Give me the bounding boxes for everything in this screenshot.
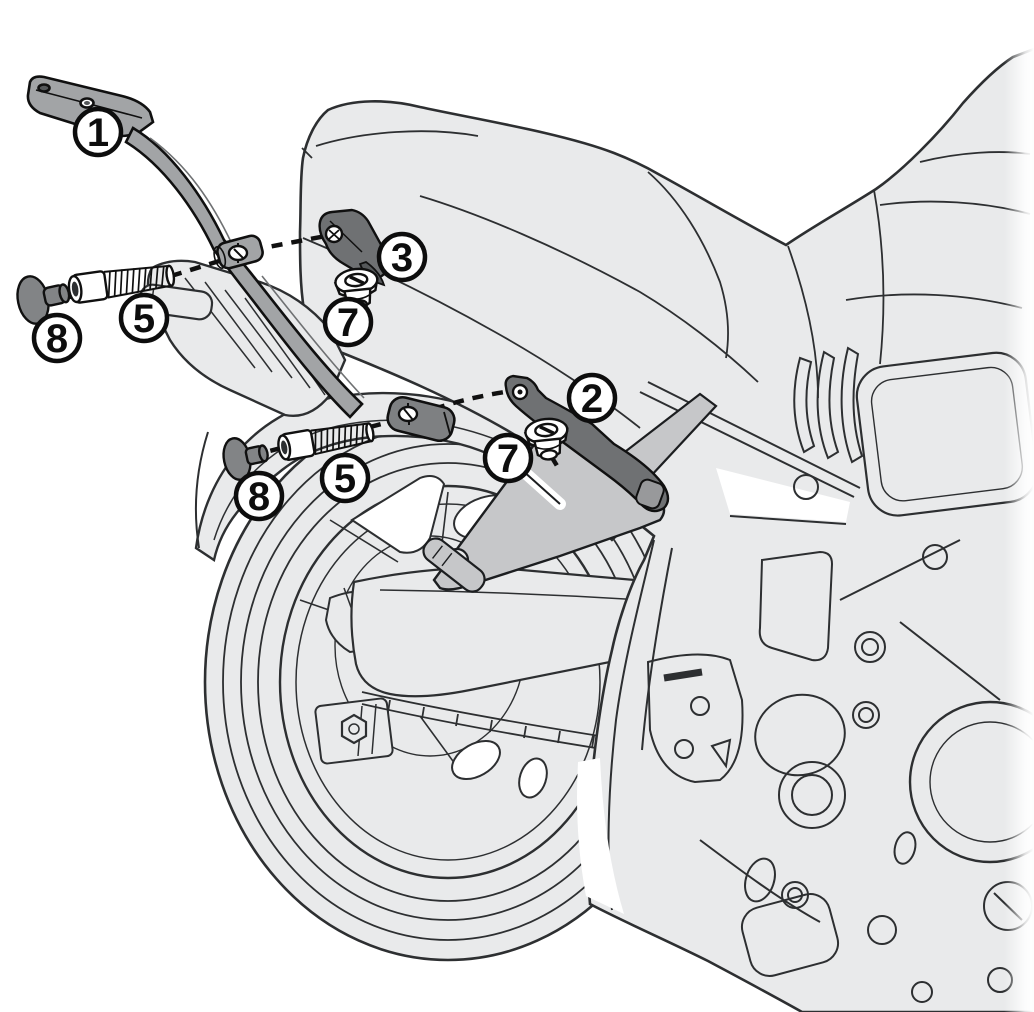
callout-spring-screw-front: 5 [118, 292, 170, 344]
callout-circle [319, 452, 371, 504]
callouts-layer: 1 3 2 7 7 5 5 8 8 [31, 106, 618, 522]
rack-side-arm [26, 75, 456, 443]
callout-front-mount-bracket: 3 [376, 231, 428, 283]
subframe [639, 381, 861, 525]
callout-number: 3 [391, 236, 413, 280]
callout-circle [482, 432, 534, 484]
well-nut-rear [523, 417, 569, 461]
callout-rubber-well-nut-rear: 7 [482, 432, 534, 484]
callout-number: 7 [497, 437, 519, 481]
callout-circle [322, 296, 374, 348]
callout-spring-screw-rear: 5 [319, 452, 371, 504]
cover-cap-front [16, 275, 71, 325]
spring-screw-rear [277, 422, 375, 461]
callout-cover-cap-rear: 8 [233, 470, 285, 522]
rear-mount-bracket [504, 374, 670, 513]
callout-number: 1 [87, 111, 109, 155]
callout-number: 5 [334, 457, 356, 501]
callout-number: 8 [46, 317, 68, 361]
callout-circle [376, 231, 428, 283]
spring-screw-front [67, 264, 176, 304]
callout-rack-side-arm: 1 [72, 106, 124, 158]
chain-adjuster [314, 697, 394, 765]
callout-circle [233, 470, 285, 522]
cover-cap-rear [222, 437, 269, 481]
frame-and-engine [607, 474, 1034, 1003]
callout-rear-mount-bracket: 2 [566, 372, 618, 424]
rack-arm-tube-end [386, 395, 456, 443]
callout-number: 5 [133, 297, 155, 341]
callout-cover-cap-front: 8 [31, 312, 83, 364]
callout-number: 7 [337, 301, 359, 345]
frame-wheel-gap [577, 758, 624, 914]
callout-number: 8 [248, 475, 270, 519]
side-vents [793, 346, 864, 464]
right-edge-fade [1004, 0, 1034, 1012]
callout-circle [31, 312, 83, 364]
callout-circle [118, 292, 170, 344]
callout-rubber-well-nut-front: 7 [322, 296, 374, 348]
passenger-footpeg [422, 537, 486, 593]
callout-circle [72, 106, 124, 158]
callout-number: 2 [581, 377, 603, 421]
callout-circle [566, 372, 618, 424]
